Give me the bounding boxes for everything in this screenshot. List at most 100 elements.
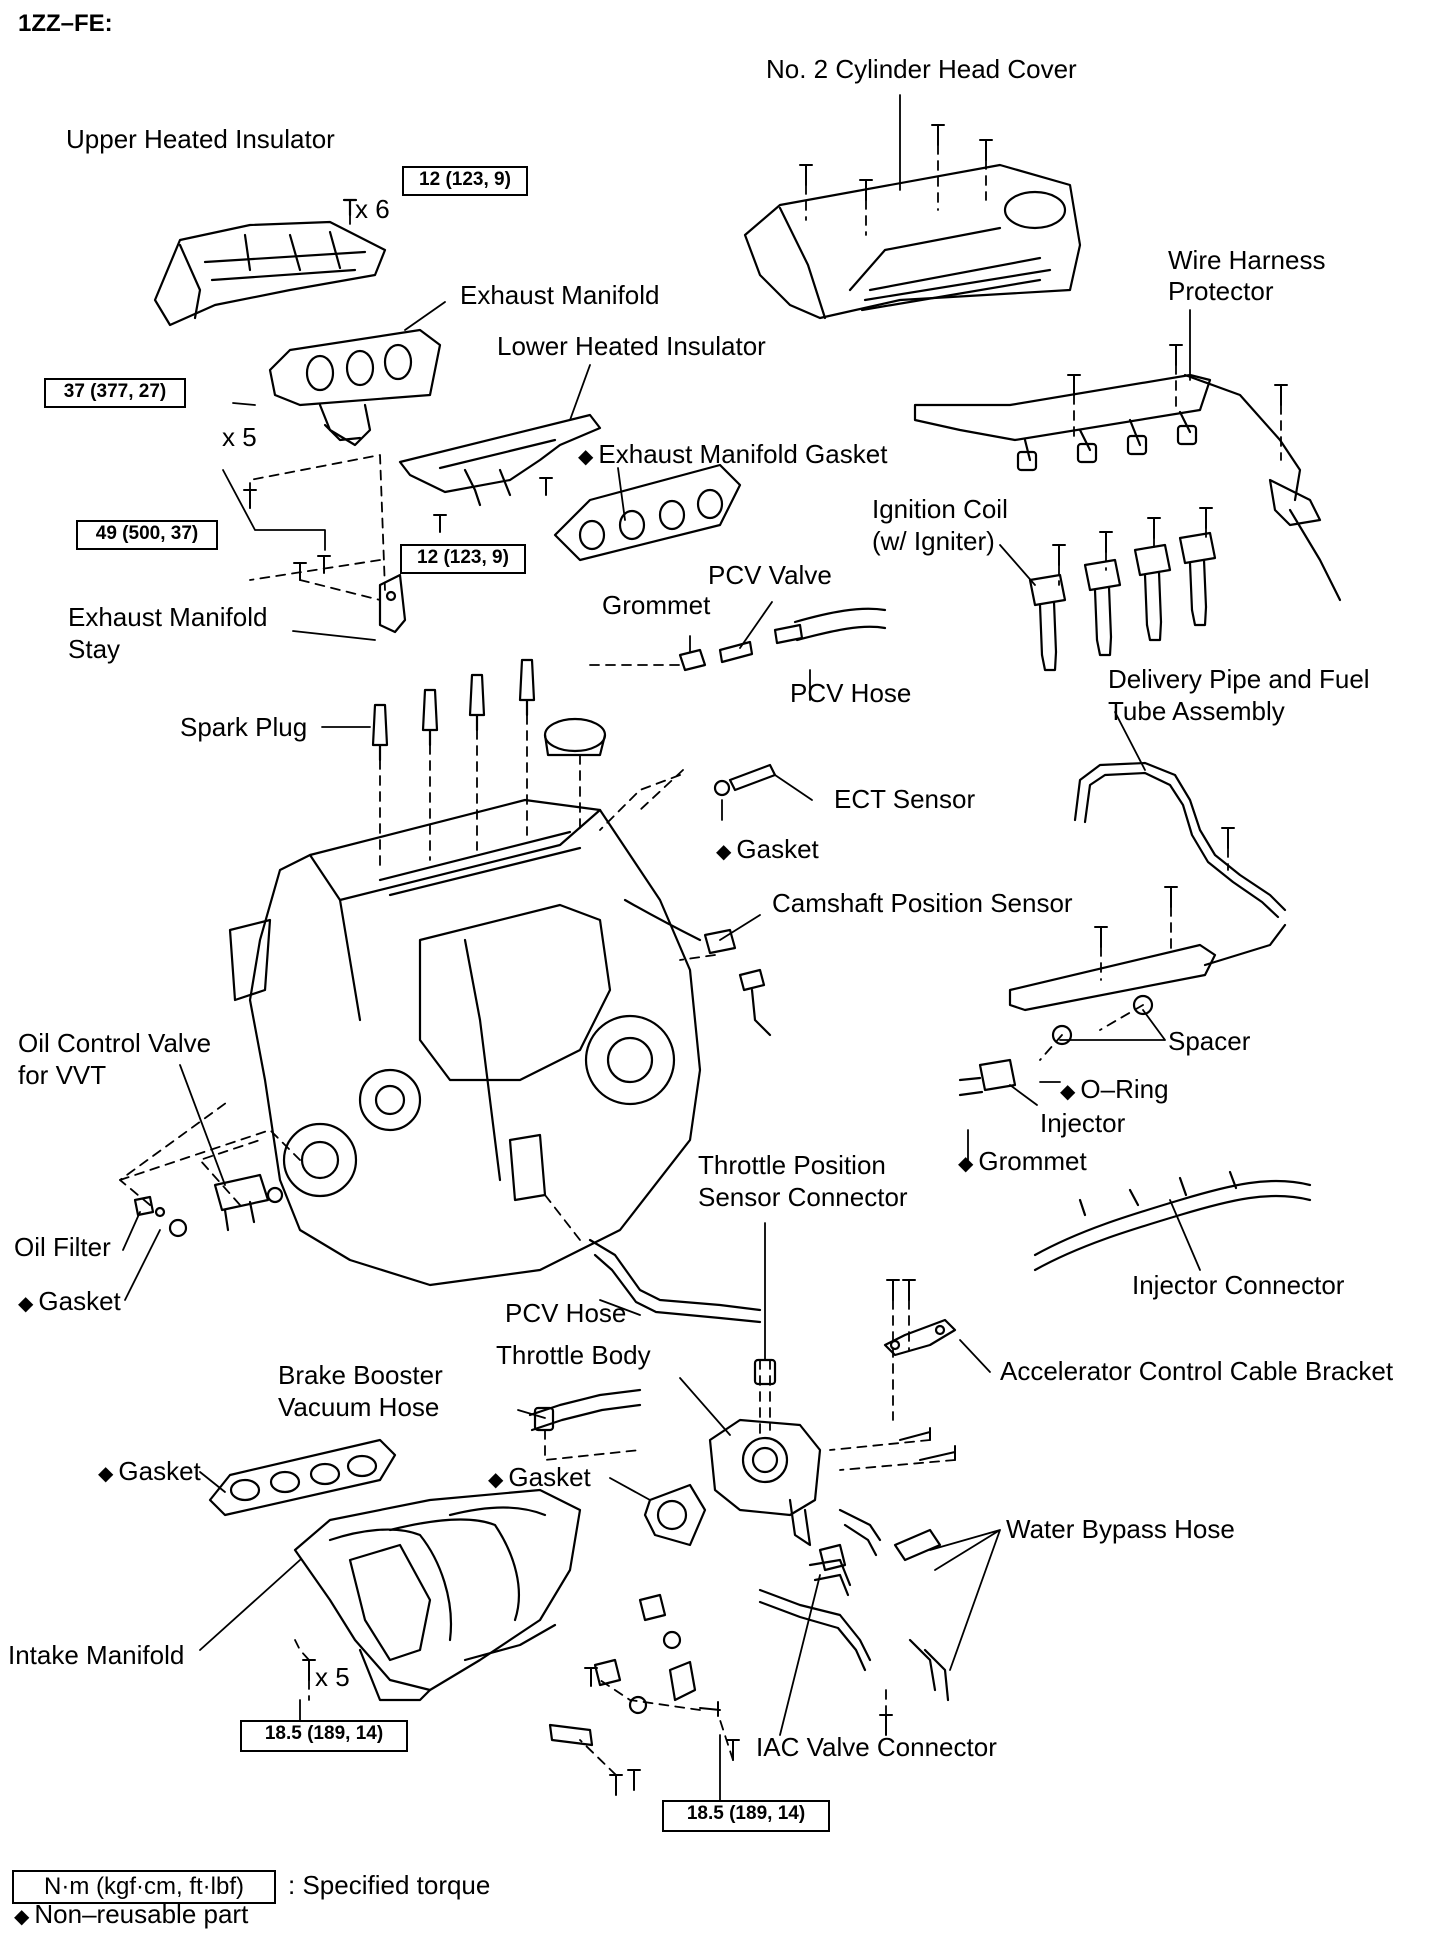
pcv-hose-bottom-drawing [588, 1238, 762, 1324]
lower-heated-insulator-drawing [398, 413, 602, 507]
intake-manifold-drawing [293, 1488, 582, 1702]
label-gasket-ect: ◆Gasket [716, 834, 819, 868]
intake-gasket-drawing [208, 1438, 397, 1517]
label-text: Grommet [978, 1146, 1087, 1176]
exhaust-manifold-gasket-drawing [553, 463, 742, 562]
label-x6: x 6 [355, 194, 390, 224]
iac-valve-connector-drawing [818, 1543, 847, 1572]
label-brake-booster-2: Vacuum Hose [278, 1392, 440, 1422]
label-ignition-coil-2: (w/ Igniter) [872, 526, 995, 556]
label-tps-connector-1: Throttle Position [698, 1150, 886, 1180]
label-text: O–Ring [1080, 1074, 1169, 1104]
assembly-dashed-lines [119, 144, 1282, 1776]
brake-booster-hose-drawing [528, 1388, 642, 1432]
legend-nonreusable: ◆Non–reusable part [14, 1899, 248, 1933]
label-wire-harness-2: Protector [1168, 276, 1274, 306]
label-o-ring: ◆O–Ring [1060, 1074, 1169, 1108]
label-oil-control-valve-2: for VVT [18, 1060, 107, 1090]
label-text: Gasket [736, 834, 819, 864]
torque-box-lower-insulator: 12 (123, 9) [400, 544, 526, 574]
torque-box-upper-insulator: 12 (123, 9) [402, 166, 528, 196]
exhaust-manifold-drawing [268, 328, 442, 447]
label-oil-filter: Oil Filter [14, 1232, 111, 1262]
throttle-gasket-drawing [643, 1483, 707, 1547]
label-injector-connector: Injector Connector [1132, 1270, 1345, 1300]
leader-lines [122, 94, 1201, 1801]
legend-text: Non–reusable part [34, 1899, 249, 1929]
nonreusable-icon: ◆ [18, 1293, 34, 1315]
nonreusable-icon: ◆ [14, 1906, 30, 1928]
bolts-upper-insulator [342, 198, 358, 217]
nonreusable-icon: ◆ [488, 1469, 504, 1491]
torque-box-exhaust-manifold: 37 (377, 27) [44, 378, 186, 408]
label-gasket-oil: ◆Gasket [18, 1286, 121, 1320]
label-pcv-hose-top: PCV Hose [790, 678, 912, 708]
nonreusable-icon: ◆ [578, 446, 594, 468]
nonreusable-icon: ◆ [958, 1153, 974, 1175]
water-bypass-hose-drawing [758, 1508, 950, 1702]
label-exhaust-manifold-gasket: ◆Exhaust Manifold Gasket [578, 439, 887, 473]
pcv-valve-parts-drawing [678, 607, 887, 672]
nonreusable-icon: ◆ [98, 1463, 114, 1485]
label-tps-connector-2: Sensor Connector [698, 1182, 908, 1212]
label-lower-heated-insulator: Lower Heated Insulator [497, 331, 766, 361]
label-gasket-intake: ◆Gasket [98, 1456, 201, 1490]
label-intake-manifold: Intake Manifold [8, 1640, 185, 1670]
label-pcv-valve: PCV Valve [708, 560, 832, 590]
label-text: Gasket [118, 1456, 201, 1486]
bolts-drawing [243, 124, 1288, 1796]
label-accelerator-bracket: Accelerator Control Cable Bracket [1000, 1356, 1394, 1386]
label-pcv-hose-bottom: PCV Hose [505, 1298, 627, 1328]
label-oil-control-valve-1: Oil Control Valve [18, 1028, 212, 1058]
label-no2-cylinder-head-cover: No. 2 Cylinder Head Cover [766, 54, 1077, 84]
exhaust-manifold-stay-drawing [378, 573, 407, 634]
accelerator-bracket-drawing [883, 1318, 957, 1357]
label-exhaust-manifold-stay-2: Stay [68, 634, 121, 664]
label-text: Gasket [38, 1286, 121, 1316]
label-spark-plug: Spark Plug [180, 712, 308, 742]
label-grommet-top: Grommet [602, 590, 711, 620]
label-delivery-pipe-2: Tube Assembly [1108, 696, 1285, 726]
torque-box-intake-manifold: 18.5 (189, 14) [240, 1720, 408, 1752]
legend-torque-box: N·m (kgf·cm, ft·lbf) [12, 1870, 276, 1904]
engine-block-drawing [228, 798, 702, 1287]
label-ect-sensor: ECT Sensor [834, 784, 976, 814]
label-x5-bottom: x 5 [315, 1662, 350, 1692]
ignition-coils-drawing [1028, 531, 1217, 672]
intake-small-parts-drawing [548, 1593, 697, 1747]
legend-specified-torque: : Specified torque [288, 1870, 491, 1900]
injector-drawing [958, 1058, 1017, 1097]
cylinder-head-cover-drawing [743, 163, 1082, 320]
wire-harness-protector-drawing [913, 373, 1342, 602]
label-wire-harness-1: Wire Harness [1168, 245, 1326, 275]
label-grommet-injector: ◆Grommet [958, 1146, 1087, 1180]
label-text: Exhaust Manifold Gasket [598, 439, 888, 469]
delivery-pipe-drawing [1008, 761, 1287, 1046]
label-brake-booster-1: Brake Booster [278, 1360, 443, 1390]
nonreusable-icon: ◆ [1060, 1081, 1076, 1103]
spark-plugs-drawing [371, 658, 536, 762]
throttle-body-drawing [708, 1358, 822, 1547]
label-delivery-pipe-1: Delivery Pipe and Fuel [1108, 664, 1370, 694]
label-x5-top: x 5 [222, 422, 257, 452]
camshaft-sensor-drawing [703, 928, 772, 1037]
nonreusable-icon: ◆ [716, 841, 732, 863]
label-injector: Injector [1040, 1108, 1126, 1138]
label-spacer: Spacer [1168, 1026, 1251, 1056]
label-iac-valve-connector: IAC Valve Connector [756, 1732, 997, 1762]
ect-sensor-drawing [713, 763, 777, 797]
label-text: Gasket [508, 1462, 591, 1492]
label-water-bypass-hose: Water Bypass Hose [1006, 1514, 1235, 1544]
oil-filler-cap-drawing [543, 717, 607, 757]
injector-connector-drawing [1033, 1170, 1312, 1272]
label-upper-heated-insulator: Upper Heated Insulator [66, 124, 335, 154]
oil-control-valve-drawing [213, 1173, 284, 1232]
label-camshaft-position-sensor: Camshaft Position Sensor [772, 888, 1073, 918]
oil-filter-drawing [133, 1195, 188, 1238]
diagram-title: 1ZZ–FE: [18, 10, 113, 37]
label-exhaust-manifold: Exhaust Manifold [460, 280, 660, 310]
label-throttle-body: Throttle Body [496, 1340, 651, 1370]
upper-heated-insulator-drawing [153, 220, 387, 327]
label-gasket-throttle: ◆Gasket [488, 1462, 591, 1496]
